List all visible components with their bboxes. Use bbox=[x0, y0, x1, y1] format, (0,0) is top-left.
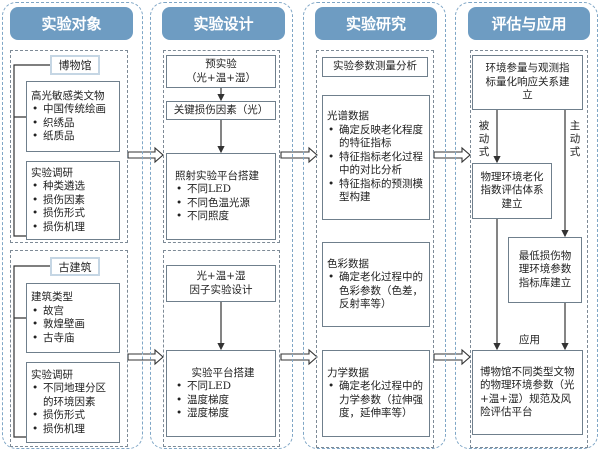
building-survey-box: 实验调研 不同地理分区的环境因素损伤形式损伤机理 bbox=[26, 362, 120, 443]
box-title: 光谱数据 bbox=[327, 110, 369, 123]
list-item: 确定老化过程中的力学参数（拉伸强度，延伸率等） bbox=[327, 380, 425, 421]
list-item: 损伤机理 bbox=[31, 221, 115, 235]
irradiation-platform-box: 照射实验平台搭建 不同LED不同色温光源不同照度 bbox=[166, 153, 276, 240]
column-header: 实验对象 bbox=[10, 7, 133, 40]
museum-survey-box: 实验调研 种类遴选损伤因素损伤形式损伤机理 bbox=[26, 161, 120, 240]
hollow-arrow bbox=[433, 146, 471, 164]
column-research bbox=[303, 2, 446, 449]
pre-experiment-box: 预实验（光+温+湿） bbox=[166, 55, 276, 88]
hollow-arrow bbox=[280, 348, 318, 366]
design-group-2 bbox=[163, 250, 280, 447]
list-item: 纸质品 bbox=[31, 130, 115, 144]
box-title: 建筑类型 bbox=[31, 291, 73, 303]
color-data-box: 色彩数据 确定老化过程中的色彩参数（色差，反射率等） bbox=[322, 242, 430, 327]
list-item: 织绣品 bbox=[31, 117, 115, 131]
key-factor-box: 关键损伤因素（光） bbox=[166, 101, 276, 120]
column-evaluation bbox=[455, 2, 598, 449]
building-group bbox=[10, 250, 128, 447]
list-item: 损伤形式 bbox=[31, 207, 115, 221]
list-item: 敦煌壁画 bbox=[31, 318, 115, 332]
list-item: 不同LED bbox=[175, 183, 271, 197]
list-item: 损伤形式 bbox=[31, 409, 115, 423]
box-line: （光+温+湿） bbox=[185, 71, 257, 84]
relationship-box: 环境参量与观测指标量化响应关系建立 bbox=[472, 55, 583, 110]
mechanical-data-box: 力学数据 确定老化过程中的力学参数（拉伸强度，延伸率等） bbox=[322, 350, 430, 437]
building-type-box: 建筑类型 故宫敦煌壁画古寺庙 bbox=[26, 283, 120, 353]
hollow-arrow bbox=[127, 348, 164, 366]
list-item: 不同照度 bbox=[175, 210, 271, 224]
passive-label: 被动式 bbox=[478, 120, 490, 158]
hollow-arrow bbox=[127, 146, 164, 164]
hollow-arrow bbox=[280, 146, 318, 164]
list-item: 损伤因素 bbox=[31, 194, 115, 208]
list-item: 古寺庙 bbox=[31, 332, 115, 346]
museum-bracket bbox=[13, 64, 50, 237]
list-item: 确定老化过程中的色彩参数（色差，反射率等） bbox=[327, 271, 425, 312]
list-item: 湿度梯度 bbox=[175, 407, 271, 421]
column-objects bbox=[2, 2, 143, 449]
final-platform-box: 博物馆不同类型文物的物理环境参数（光+温+湿）规范及风险评估平台 bbox=[472, 350, 583, 435]
measurement-title-box: 实验参数测量分析 bbox=[322, 57, 428, 77]
box-title: 实验调研 bbox=[31, 166, 73, 179]
list-item: 温度梯度 bbox=[175, 394, 271, 408]
list-item: 不同LED bbox=[175, 380, 271, 394]
hollow-arrow bbox=[433, 348, 471, 366]
museum-label: 博物馆 bbox=[50, 55, 100, 75]
museum-sensitive-box: 高光敏感类文物 中国传统绘画织绣品纸质品 bbox=[26, 81, 120, 152]
active-label: 主动式 bbox=[569, 120, 581, 158]
list-item: 不同色温光源 bbox=[175, 197, 271, 211]
list-item: 损伤机理 bbox=[31, 423, 115, 437]
list-item: 确定反映老化程度的特征指标 bbox=[327, 124, 425, 151]
experiment-platform-box: 实验平台搭建 不同LED温度梯度湿度梯度 bbox=[166, 350, 276, 437]
lowest-damage-box: 最低损伤物理环境参数指标库建立 bbox=[508, 237, 582, 303]
list-item: 故宫 bbox=[31, 305, 115, 319]
list-item: 特征指标的预测模型构建 bbox=[327, 178, 425, 205]
box-title: 实验调研 bbox=[31, 368, 73, 381]
aging-index-box: 物理环境老化指数评估体系建立 bbox=[472, 163, 552, 219]
box-title: 力学数据 bbox=[327, 366, 369, 379]
list-item: 种类遴选 bbox=[31, 180, 115, 194]
box-line: 因子实验设计 bbox=[189, 283, 253, 296]
box-title: 色彩数据 bbox=[327, 257, 369, 270]
column-header: 评估与应用 bbox=[468, 7, 590, 40]
box-title: 照射实验平台搭建 bbox=[175, 169, 259, 182]
research-group bbox=[316, 50, 434, 448]
museum-group bbox=[10, 50, 128, 243]
list-item: 中国传统绘画 bbox=[31, 103, 115, 117]
spectral-data-box: 光谱数据 确定反映老化程度的特征指标特征指标老化过程中的对比分析特征指标的预测模… bbox=[322, 95, 430, 220]
building-label: 古建筑 bbox=[50, 257, 100, 276]
evaluation-group bbox=[470, 50, 588, 448]
list-item: 特征指标老化过程中的对比分析 bbox=[327, 151, 425, 178]
design-group-1 bbox=[163, 50, 280, 243]
box-line: 光+温+湿 bbox=[196, 270, 246, 282]
apply-label: 应用 bbox=[519, 334, 540, 346]
factor-design-box: 光+温+湿因子实验设计 bbox=[166, 265, 276, 302]
column-design bbox=[150, 2, 293, 449]
list-item: 不同地理分区的环境因素 bbox=[31, 382, 115, 409]
column-header: 实验研究 bbox=[315, 7, 437, 40]
box-line: 预实验 bbox=[205, 58, 237, 70]
hollow-arrows bbox=[127, 146, 471, 366]
column-header: 实验设计 bbox=[162, 7, 285, 40]
box-title: 高光敏感类文物 bbox=[31, 89, 105, 102]
building-bracket bbox=[13, 265, 50, 438]
box-title: 实验平台搭建 bbox=[191, 366, 255, 379]
